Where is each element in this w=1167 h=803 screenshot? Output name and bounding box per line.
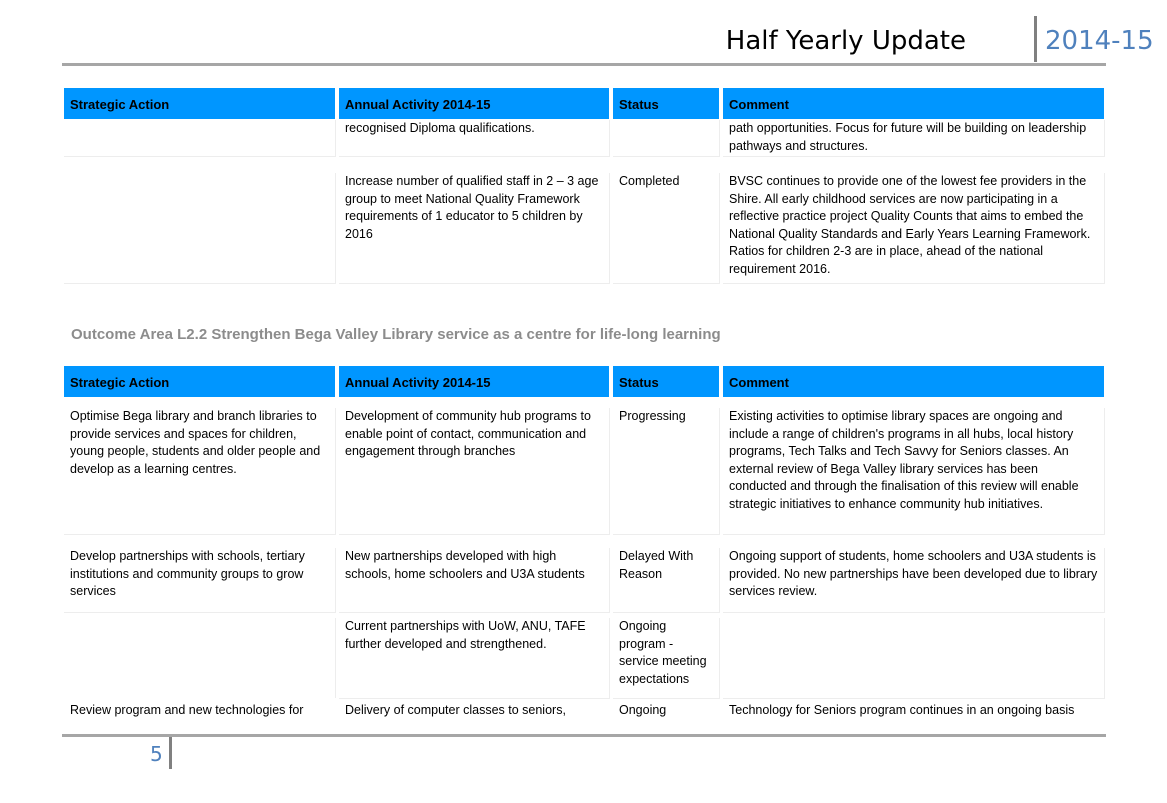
table-row: Optimise Bega library and branch librari… [64, 408, 1105, 548]
page-header: Half Yearly Update 2014-15 [62, 16, 1154, 66]
column-header-annual-activity: Annual Activity 2014-15 [339, 88, 609, 119]
outcome-area-heading: Outcome Area L2.2 Strengthen Bega Valley… [71, 326, 721, 343]
cell-border [339, 120, 610, 157]
cell-border [613, 408, 720, 535]
table-1: Strategic Action Annual Activity 2014-15… [64, 88, 1105, 299]
cell-annual-activity: Increase number of qualified staff in 2 … [345, 174, 599, 241]
footer-separator [169, 737, 172, 769]
cell-status: Completed [619, 174, 680, 188]
cell-border [723, 173, 1105, 284]
header-year: 2014-15 [1045, 26, 1154, 56]
cell-border [723, 618, 1105, 699]
cell-strategic-action: Review program and new technologies for [70, 703, 304, 717]
cell-status: Progressing [619, 409, 686, 423]
cell-border [64, 120, 336, 157]
header-rule [62, 63, 1106, 66]
cell-border [64, 408, 336, 535]
cell-strategic-action: Develop partnerships with schools, terti… [70, 549, 305, 598]
cell-border [613, 120, 720, 157]
footer-rule [62, 734, 1106, 737]
column-header-annual-activity: Annual Activity 2014-15 [339, 366, 609, 397]
cell-border [339, 173, 610, 284]
cell-comment: Ongoing support of students, home school… [729, 549, 1098, 598]
cell-border [613, 618, 720, 699]
column-header-strategic-action: Strategic Action [64, 88, 335, 119]
column-header-status: Status [613, 88, 719, 119]
column-header-strategic-action: Strategic Action [64, 366, 335, 397]
table-1-header-row: Strategic Action Annual Activity 2014-15… [64, 88, 1104, 120]
cell-status: Ongoing [619, 703, 667, 717]
cell-status: Delayed With Reason [619, 549, 694, 581]
cell-border [64, 548, 336, 613]
cell-border [64, 173, 336, 284]
cell-border [613, 548, 720, 613]
cell-border [723, 120, 1105, 157]
table-row: Review program and new technologies for … [64, 702, 1104, 724]
cell-strategic-action: Optimise Bega library and branch librari… [70, 409, 321, 476]
cell-border [613, 173, 720, 284]
cell-comment: Existing activities to optimise library … [729, 409, 1079, 511]
table-2: Strategic Action Annual Activity 2014-15… [64, 366, 1105, 724]
column-header-comment: Comment [723, 366, 1104, 397]
cell-comment: BVSC continues to provide one of the low… [729, 174, 1091, 276]
cell-border [723, 548, 1105, 613]
column-header-comment: Comment [723, 88, 1104, 119]
cell-annual-activity: Delivery of computer classes to seniors, [345, 703, 566, 717]
cell-status: Ongoing program - service meeting expect… [619, 619, 707, 686]
cell-annual-activity: recognised Diploma qualifications. [345, 121, 535, 135]
cell-annual-activity: Current partnerships with UoW, ANU, TAFE… [345, 619, 586, 651]
cell-border [64, 618, 336, 698]
cell-comment: path opportunities. Focus for future wil… [729, 121, 1087, 153]
cell-border [339, 548, 610, 613]
column-header-status: Status [613, 366, 719, 397]
page-number: 5 [150, 742, 163, 766]
cell-annual-activity: Development of community hub programs to… [345, 409, 591, 458]
cell-border [339, 408, 610, 535]
header-title: Half Yearly Update [725, 26, 966, 56]
cell-border [723, 408, 1105, 535]
cell-annual-activity: New partnerships developed with high sch… [345, 549, 585, 581]
table-row: Current partnerships with UoW, ANU, TAFE… [64, 618, 1105, 706]
cell-border [339, 618, 610, 699]
header-separator [1034, 16, 1037, 62]
table-2-header-row: Strategic Action Annual Activity 2014-15… [64, 366, 1104, 398]
table-row: Increase number of qualified staff in 2 … [64, 173, 1105, 299]
table-row: recognised Diploma qualifications. path … [64, 120, 1105, 158]
table-row: Develop partnerships with schools, terti… [64, 548, 1105, 618]
cell-comment: Technology for Seniors program continues… [729, 703, 1075, 717]
